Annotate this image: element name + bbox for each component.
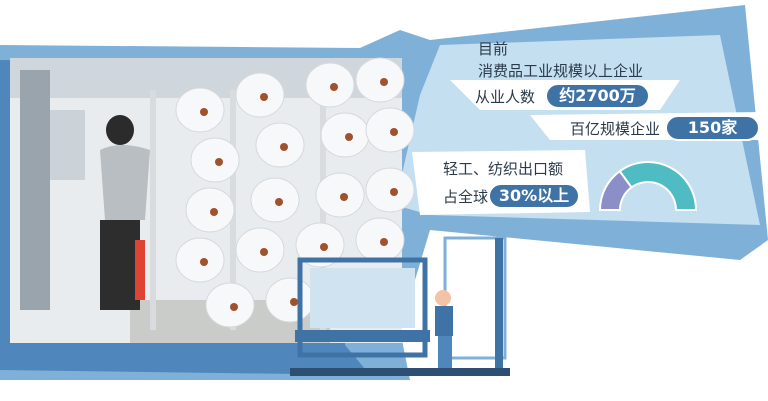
yarn-spool <box>250 177 300 223</box>
yarn-spool <box>365 167 415 213</box>
yarn-spool <box>185 187 235 233</box>
yarn-spool <box>315 172 365 218</box>
yarn-spool <box>175 237 225 283</box>
yarn-spool <box>295 222 345 268</box>
enterprises-label: 百亿规模企业 <box>570 120 661 138</box>
yarn-spool <box>365 107 415 153</box>
yarn-spool <box>205 282 255 328</box>
intro-line2: 消费品工业规模以上企业 <box>478 62 644 80</box>
yarn-spool <box>305 62 355 108</box>
gauge-chart <box>598 161 698 211</box>
yarn-spool <box>255 122 305 168</box>
yarn-spool <box>235 72 285 118</box>
exports-value: 30%以上 <box>488 183 580 209</box>
gauge-rest-segment <box>618 161 698 211</box>
intro-line1: 目前 <box>478 40 509 58</box>
exports-label-line2: 占全球 <box>443 188 489 206</box>
enterprises-value: 150家 <box>665 115 760 141</box>
yarn-spool <box>320 112 370 158</box>
yarn-spool <box>355 57 405 103</box>
yarn-spool <box>265 277 315 323</box>
exports-label-line1: 轻工、纺织出口额 <box>443 160 564 178</box>
yarn-spool <box>190 137 240 183</box>
yarn-spool <box>355 217 405 263</box>
yarn-spool <box>235 227 285 273</box>
employees-value: 约2700万 <box>545 83 650 109</box>
employees-label: 从业人数 <box>475 88 536 106</box>
yarn-spool <box>175 87 225 133</box>
